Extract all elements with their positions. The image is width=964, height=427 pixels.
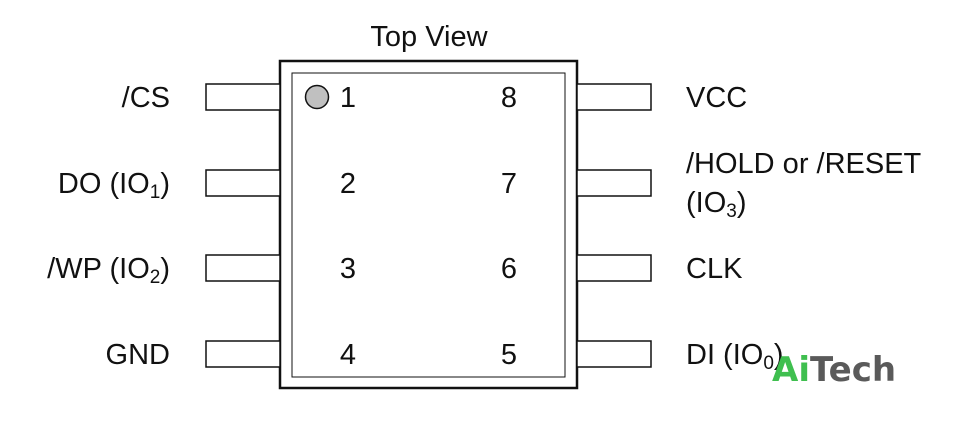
pin-1-number: 1 xyxy=(340,82,356,114)
pin-8-label: VCC xyxy=(686,82,747,114)
pin-2-label: DO (IO1) xyxy=(58,168,170,203)
package-inner-outline xyxy=(291,72,566,378)
pin-1-label: /CS xyxy=(122,82,170,114)
pin-7-lead xyxy=(576,169,652,197)
pin-5-lead xyxy=(576,340,652,368)
package-body xyxy=(278,59,579,390)
watermark-tech: Tech xyxy=(810,350,896,390)
pin-3-number: 3 xyxy=(340,253,356,285)
pin1-marker-dot xyxy=(304,84,330,110)
pin-8-number: 8 xyxy=(501,82,517,114)
pin-4-number: 4 xyxy=(340,339,356,371)
pin-4-label: GND xyxy=(106,339,170,371)
pin-7-label-line2: (IO3) xyxy=(686,187,747,222)
pin-3-lead xyxy=(205,254,281,282)
watermark-logo: AiTech xyxy=(772,350,896,390)
pin-6-label: CLK xyxy=(686,253,743,285)
pin-4-lead xyxy=(205,340,281,368)
pin-3-label: /WP (IO2) xyxy=(47,253,170,288)
pin-2-lead xyxy=(205,169,281,197)
watermark-ai: Ai xyxy=(772,350,810,390)
pin-5-number: 5 xyxy=(501,339,517,371)
pin-5-label: DI (IO0) xyxy=(686,339,784,374)
pin-6-number: 6 xyxy=(501,253,517,285)
pin-6-lead xyxy=(576,254,652,282)
pin-7-number: 7 xyxy=(501,168,517,200)
pin-8-lead xyxy=(576,83,652,111)
diagram-title: Top View xyxy=(370,21,488,53)
pin-1-lead xyxy=(205,83,281,111)
pin-2-number: 2 xyxy=(340,168,356,200)
pin-7-label: /HOLD or /RESET xyxy=(686,148,922,180)
